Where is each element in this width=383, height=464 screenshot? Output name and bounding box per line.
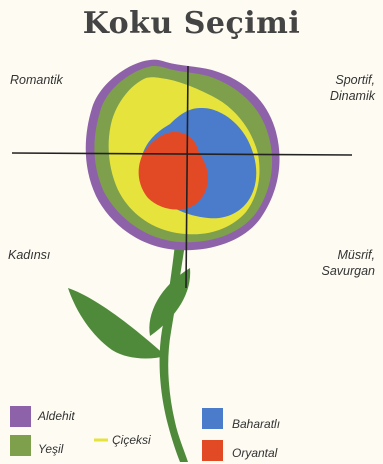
legend-yesil-swatch <box>10 435 31 456</box>
legend-oryantal-swatch <box>202 440 223 461</box>
legend-aldehit-swatch <box>10 406 31 427</box>
axis-horizontal <box>12 153 352 155</box>
legend-baharatli-swatch <box>202 408 223 429</box>
legend-oryantal-label: Oryantal <box>232 446 277 460</box>
flower-stem <box>160 236 188 462</box>
legend-yesil-label: Yeşil <box>38 442 63 456</box>
legend-baharatli-label: Baharatlı <box>232 417 280 431</box>
legend-aldehit-label: Aldehit <box>38 409 75 423</box>
legend-cicekli-label: Çiçeksi <box>112 433 151 447</box>
